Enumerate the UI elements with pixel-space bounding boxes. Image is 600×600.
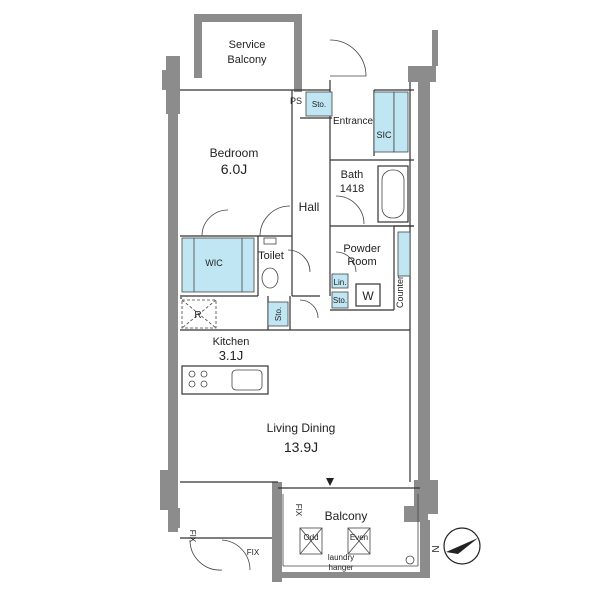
service-balcony-label-1: Service <box>229 39 266 51</box>
bathtub <box>377 165 409 223</box>
laundry-label-1: laundry <box>328 553 354 562</box>
compass <box>443 527 481 565</box>
balcony-tap <box>405 555 415 565</box>
fix-left-label: FIX <box>188 530 197 543</box>
bedroom-name: Bedroom <box>210 146 259 160</box>
toilet-fixture <box>261 237 279 289</box>
fridge-label: R <box>194 310 201 321</box>
interior-lines <box>180 80 420 567</box>
living-dining-size: 13.9J <box>284 439 318 455</box>
sto-low-label: Sto. <box>274 307 283 321</box>
lin-label: Lin. <box>334 278 347 287</box>
counter-label: Counter <box>395 276 405 308</box>
compass-north-label: N <box>431 545 442 552</box>
entry-marker <box>326 478 334 486</box>
laundry-hangers <box>299 527 371 555</box>
odd-label: Odd <box>303 533 318 542</box>
kitchen-size: 3.1J <box>219 348 244 363</box>
sic-label: SIC <box>376 130 392 140</box>
sto-top-label: Sto. <box>312 100 326 109</box>
kitchen-name: Kitchen <box>213 336 250 348</box>
living-dining-name: Living Dining <box>267 421 336 435</box>
fix-bottom-label: FIX <box>247 548 260 557</box>
kitchen-counter <box>181 365 269 395</box>
sto-mid-label: Sto. <box>333 296 347 305</box>
wic-label: WIC <box>205 258 223 268</box>
fix-balcony-label: FIX <box>294 504 303 517</box>
laundry-label-2: hanger <box>329 563 354 572</box>
powder-room-label-1: Powder <box>343 243 381 255</box>
washer-box <box>355 283 381 307</box>
service-balcony-label-2: Balcony <box>227 54 267 66</box>
hall-label: Hall <box>299 200 320 214</box>
balcony-label: Balcony <box>325 509 368 523</box>
storage-areas <box>181 91 411 327</box>
even-label: Even <box>350 533 368 542</box>
washer-label: W <box>362 289 374 303</box>
entrance-label: Entrance <box>333 116 373 127</box>
ps-label: PS <box>290 96 302 106</box>
powder-room-label-2: Room <box>347 256 376 268</box>
door-swings <box>189 39 367 571</box>
bath-size: 1418 <box>340 183 364 195</box>
toilet-label: Toilet <box>258 250 284 262</box>
bedroom-size: 6.0J <box>221 161 247 177</box>
bath-name: Bath <box>341 169 364 181</box>
fridge <box>181 299 217 329</box>
